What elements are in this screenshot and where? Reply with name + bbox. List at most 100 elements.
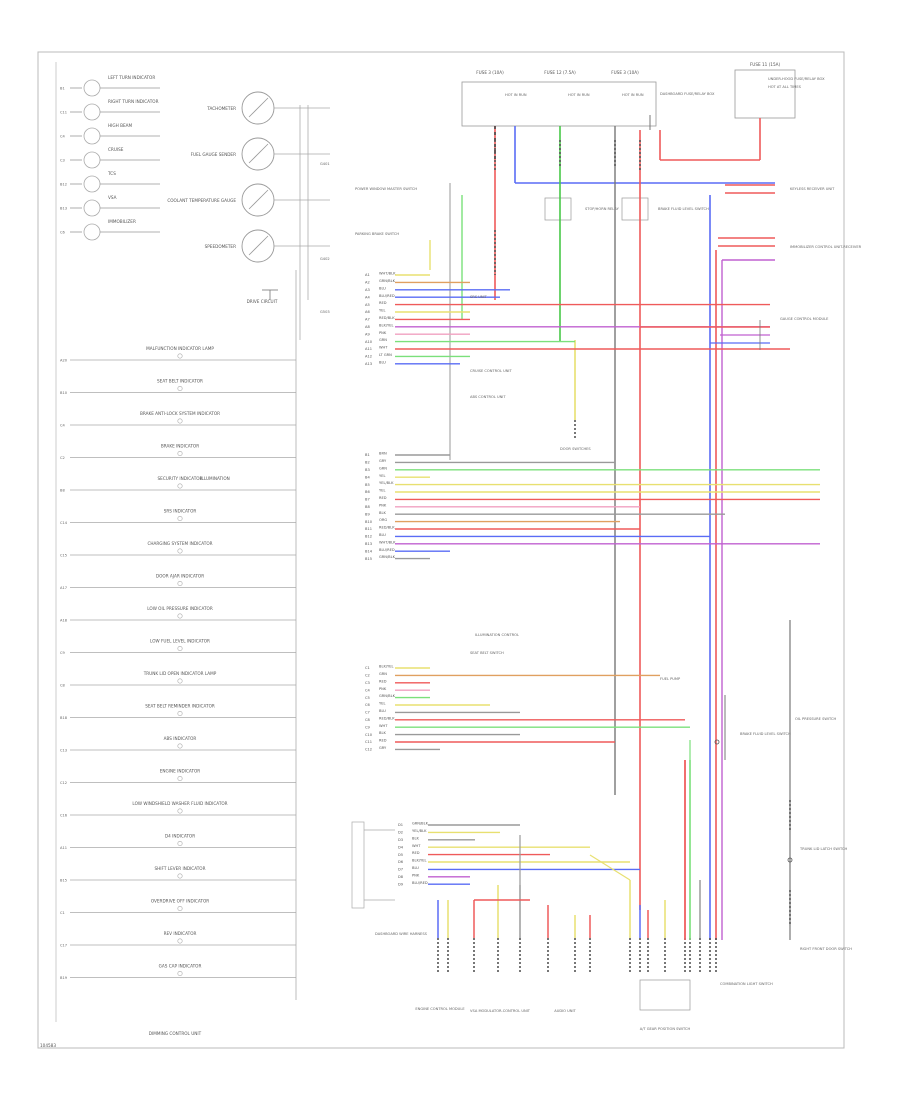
wire-color-label: RED <box>379 301 387 305</box>
wire-pin: C3 <box>365 681 370 685</box>
indicator-label: SEAT BELT REMINDER INDICATOR <box>145 704 215 709</box>
illum-control-label: ILLUMINATION CONTROL <box>475 633 519 637</box>
wire-color-label: RED/BLK <box>379 526 395 530</box>
wire-color-label: GRN/BLK <box>379 555 396 559</box>
lamp-label: TCS <box>107 171 116 176</box>
gauge-needle <box>248 143 269 164</box>
indicator-lamp-icon <box>177 678 183 684</box>
wire-color-label: BLU/RED <box>379 294 395 298</box>
fuse-b-label: FUSE 12 (7.5A) <box>544 70 576 75</box>
wire-color-label: LT GRN <box>379 353 392 357</box>
gauge-needle <box>248 189 269 210</box>
hot-in-run-b: HOT IN RUN <box>568 93 590 97</box>
wire-color-label: BLK <box>412 836 419 840</box>
wire-color-label: BLU <box>379 286 386 290</box>
indicator-label: TRUNK LID OPEN INDICATOR LAMP <box>143 671 217 676</box>
gauge-needle <box>248 235 269 256</box>
vertical-wires <box>429 115 791 940</box>
engine-control-label: ENGINE CONTROL MODULE <box>415 1007 465 1011</box>
wire-color-label: RED <box>379 679 387 683</box>
dash-fuse-label: DASHBOARD FUSE/RELAY BOX <box>660 92 715 96</box>
lamp-label: RIGHT TURN INDICATOR <box>108 99 159 104</box>
illumination-label: ILLUMINATION <box>200 476 230 481</box>
lamp-pin: B12 <box>60 183 67 187</box>
indicator-lamp-icon <box>177 613 183 619</box>
indicator-label: BRAKE INDICATOR <box>161 444 199 449</box>
bottom-unit-group: COMBINATION LIGHT SWITCH A/T GEAR POSITI… <box>320 140 791 1031</box>
indicator-label: BRAKE ANTI-LOCK SYSTEM INDICATOR <box>140 411 220 416</box>
wire-pin: B13 <box>365 542 372 546</box>
lamp-right-turn: C11 RIGHT TURN INDICATOR <box>60 99 160 121</box>
lamp-pin: C11 <box>60 111 67 115</box>
lamp-pin: C6 <box>60 231 66 235</box>
indicator-label: DOOR AJAR INDICATOR <box>156 574 204 579</box>
wire-pin: B11 <box>365 527 372 531</box>
indicator-label: LOW FUEL LEVEL INDICATOR <box>150 639 210 644</box>
abs-unit-label: ABS CONTROL UNIT <box>470 395 506 399</box>
gauge-label: COOLANT TEMPERATURE GAUGE <box>167 198 236 203</box>
indicator-lamp-icon <box>177 548 183 554</box>
wire-color-label: PNK <box>379 331 387 335</box>
indicator-lamp-icon <box>177 353 183 359</box>
lamp-label: VSA <box>108 195 117 200</box>
hot-in-run-a: HOT IN RUN <box>505 93 527 97</box>
indicator-pin: A11 <box>60 846 67 850</box>
wire-color-label: BLU/RED <box>412 881 428 885</box>
wire-pin: A2 <box>365 281 370 285</box>
underhood-label: UNDER-HOOD FUSE/RELAY BOX <box>768 77 825 81</box>
indicator-pin: B15 <box>60 879 67 883</box>
vsa-unit-label: VSA MODULATOR-CONTROL UNIT <box>470 1009 531 1013</box>
indicator-pin: A17 <box>60 586 67 590</box>
indicator-label: SEAT BELT INDICATOR <box>157 379 203 384</box>
wire-pin: C1 <box>365 666 370 670</box>
ground2-label: G402 <box>320 257 330 261</box>
wire-pin: A13 <box>365 362 372 366</box>
indicator-pin: C15 <box>60 554 67 558</box>
wire-row: B11 RED/BLK <box>365 526 640 531</box>
indicator-label: ABS INDICATOR <box>164 736 197 741</box>
wire-pin: A7 <box>365 318 370 322</box>
indicator-pin: C2 <box>60 456 65 460</box>
wire-pin: D9 <box>398 882 404 886</box>
ground3-label: G503 <box>320 310 330 314</box>
relay-label: STOP/HORN RELAY <box>585 207 620 211</box>
wire-color-label: YEL <box>379 474 385 478</box>
indicator-pin: B10 <box>60 391 68 395</box>
fuse-d-label: FUSE 11 (15A) <box>750 62 781 67</box>
wire-color-label: BLK <box>379 731 386 735</box>
wire-pin: B14 <box>365 549 373 553</box>
wire-color-label: WHT <box>379 724 388 728</box>
indicator-pin: C16 <box>60 814 68 818</box>
indicator-lamp-icon <box>177 645 183 651</box>
srs-unit-label: SRS UNIT <box>470 295 488 299</box>
indicator-label: GAS CAP INDICATOR <box>159 964 202 969</box>
wire-pin: B2 <box>365 461 370 465</box>
wire-color-label: GRN/BLK <box>379 694 396 698</box>
indicator-label: SECURITY INDICATOR <box>158 476 203 481</box>
indicator-lamp-icon <box>177 450 183 456</box>
wire-color-label: GRY <box>379 746 387 750</box>
wire-color-label: BLU <box>379 360 386 364</box>
wire-row: C5 GRN/BLK <box>365 694 430 700</box>
wire-pin: A6 <box>365 310 370 314</box>
wire-color-label: WHT/BLK <box>379 540 396 544</box>
wire-color-label: BLU <box>379 533 386 537</box>
wire-row: A13 BLU <box>365 360 460 366</box>
wire-pin: C5 <box>365 696 370 700</box>
right-door-label: RIGHT FRONT DOOR SWITCH <box>800 947 852 951</box>
indicator-label: D4 INDICATOR <box>165 834 195 839</box>
